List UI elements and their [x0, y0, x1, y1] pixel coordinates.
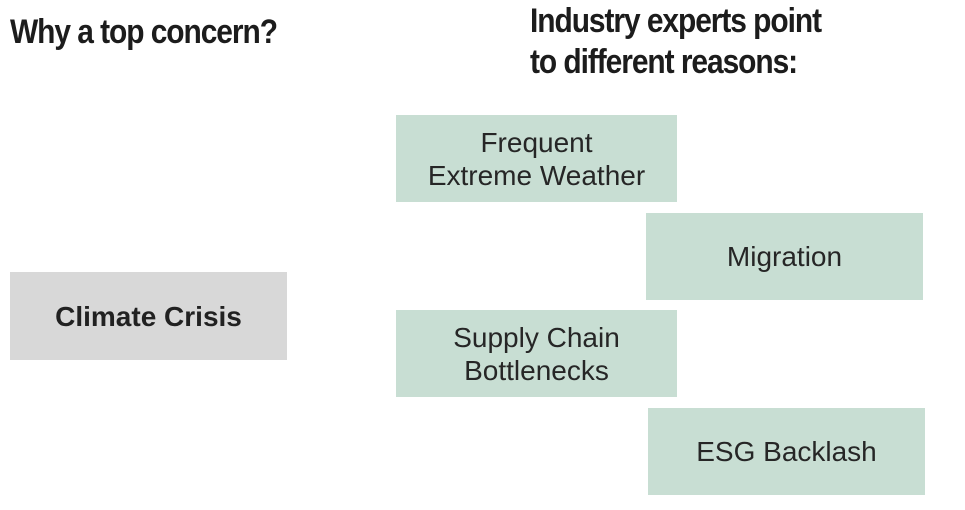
reason-box-label: ESG Backlash	[696, 436, 877, 467]
right-heading: Industry experts point to different reas…	[530, 2, 822, 81]
reason-box-migration: Migration	[646, 213, 923, 300]
reason-box-frequent-extreme-weather: Frequent Extreme Weather	[396, 115, 677, 202]
reason-box-esg-backlash: ESG Backlash	[648, 408, 925, 495]
concern-box-label: Climate Crisis	[55, 300, 242, 332]
left-heading: Why a top concern?	[10, 13, 278, 51]
reason-box-label: Supply Chain Bottlenecks	[453, 321, 620, 386]
concern-box-climate-crisis: Climate Crisis	[10, 272, 287, 360]
reason-box-label: Frequent Extreme Weather	[427, 126, 646, 191]
reason-box-supply-chain-bottlenecks: Supply Chain Bottlenecks	[396, 310, 677, 397]
reason-box-label: Migration	[726, 241, 843, 272]
